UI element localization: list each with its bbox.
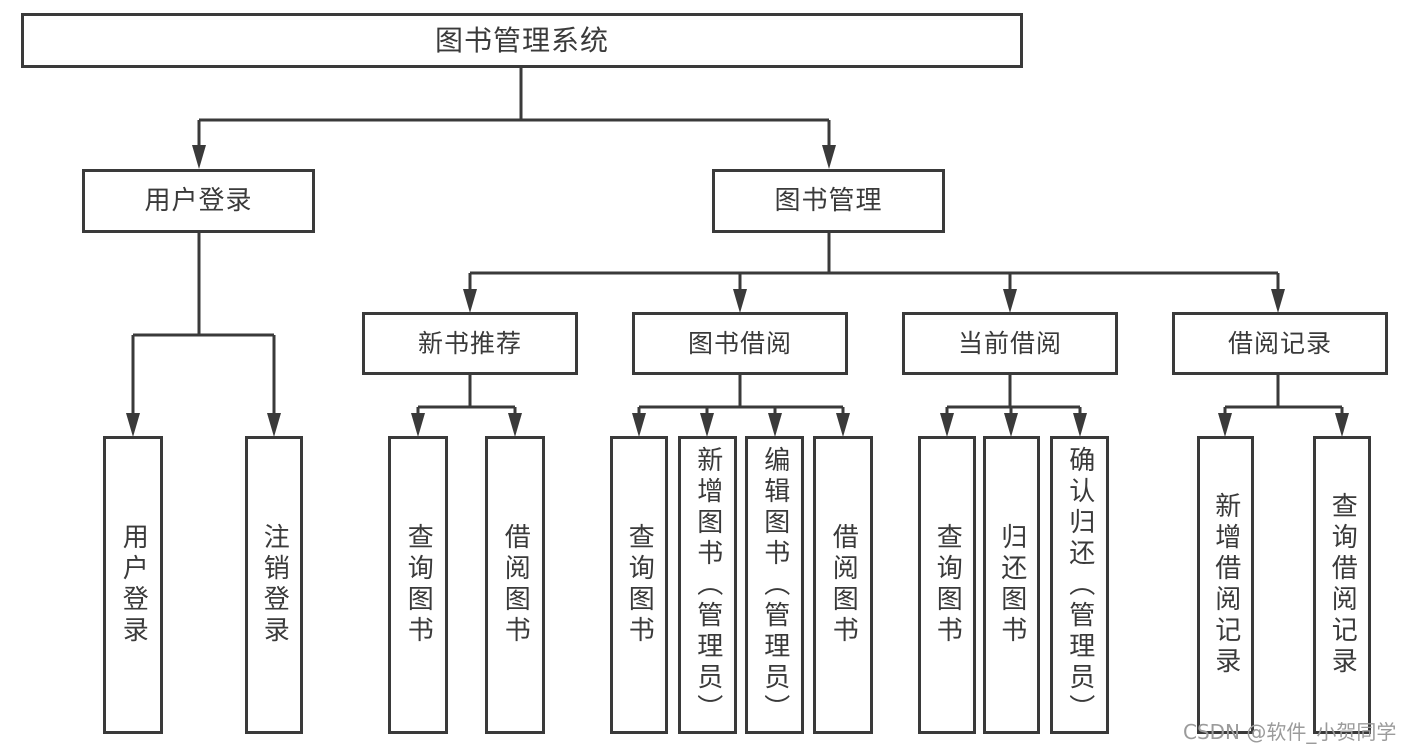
leaf-recommend-query-books-label: 查询图书 xyxy=(403,523,434,647)
node-new-book-recommend-label: 新书推荐 xyxy=(417,329,522,358)
connector-level3-stems xyxy=(468,375,1280,407)
arrow-down-icon xyxy=(1335,413,1349,437)
arrow-down-icon xyxy=(1073,413,1087,437)
node-current-borrow-label: 当前借阅 xyxy=(957,329,1062,358)
connector-user-login-children xyxy=(131,233,276,415)
leaf-records-add-record-label: 新增借阅记录 xyxy=(1210,492,1241,678)
node-book-management-label: 图书管理 xyxy=(774,186,883,216)
arrow-down-icon xyxy=(411,413,425,437)
leaf-current-query-books: 查询图书 xyxy=(918,436,976,734)
leaf-borrow-query-books: 查询图书 xyxy=(610,436,668,734)
arrowheads xyxy=(126,145,1349,437)
node-new-book-recommend: 新书推荐 xyxy=(362,312,578,375)
leaf-borrow-add-books-admin: 新增图书（管理员） xyxy=(678,436,737,734)
csdn-watermark: CSDN @软件_小贺同学 xyxy=(1183,720,1397,744)
node-current-borrow: 当前借阅 xyxy=(902,312,1118,375)
leaf-logout: 注销登录 xyxy=(245,436,303,734)
arrow-down-icon xyxy=(1003,289,1017,313)
leaf-recommend-query-books: 查询图书 xyxy=(388,436,448,734)
arrow-down-icon xyxy=(267,413,281,437)
connector-current-children xyxy=(945,405,1082,415)
leaf-current-return-books: 归还图书 xyxy=(983,436,1040,734)
node-borrow-records: 借阅记录 xyxy=(1172,312,1388,375)
leaf-logout-label: 注销登录 xyxy=(259,523,290,647)
arrow-down-icon xyxy=(126,413,140,437)
arrow-down-icon xyxy=(1271,289,1285,313)
connector-root-to-level2 xyxy=(197,68,831,147)
node-borrow-records-label: 借阅记录 xyxy=(1227,329,1332,358)
leaf-user-login-label: 用户登录 xyxy=(118,523,149,647)
arrow-down-icon xyxy=(463,289,477,313)
leaf-borrow-borrow-books-label: 借阅图书 xyxy=(828,523,859,647)
leaf-current-confirm-return-admin-label: 确认归还（管理员） xyxy=(1064,445,1095,725)
leaf-borrow-edit-books-admin: 编辑图书（管理员） xyxy=(745,436,804,734)
leaf-borrow-query-books-label: 查询图书 xyxy=(624,523,655,647)
arrow-down-icon xyxy=(192,145,206,169)
node-book-borrow-label: 图书借阅 xyxy=(687,329,792,358)
arrow-down-icon xyxy=(733,289,747,313)
arrow-down-icon xyxy=(836,413,850,437)
node-root-label: 图书管理系统 xyxy=(434,23,609,57)
arrow-down-icon xyxy=(508,413,522,437)
connector-borrow-children xyxy=(637,405,845,415)
leaf-borrow-add-books-admin-label: 新增图书（管理员） xyxy=(692,445,723,725)
arrow-down-icon xyxy=(1218,413,1232,437)
leaf-current-confirm-return-admin: 确认归还（管理员） xyxy=(1050,436,1109,734)
leaf-records-query-record-label: 查询借阅记录 xyxy=(1327,492,1358,678)
leaf-current-query-books-label: 查询图书 xyxy=(932,523,963,647)
arrow-down-icon xyxy=(768,413,782,437)
leaf-borrow-borrow-books: 借阅图书 xyxy=(813,436,873,734)
leaf-recommend-borrow-books-label: 借阅图书 xyxy=(500,523,531,647)
arrow-down-icon xyxy=(1004,413,1018,437)
arrow-down-icon xyxy=(940,413,954,437)
leaf-current-return-books-label: 归还图书 xyxy=(996,523,1027,647)
leaf-records-query-record: 查询借阅记录 xyxy=(1313,436,1371,734)
node-root: 图书管理系统 xyxy=(21,13,1023,68)
node-book-borrow: 图书借阅 xyxy=(632,312,848,375)
node-book-management: 图书管理 xyxy=(712,169,945,233)
connector-recommend-children xyxy=(416,405,517,415)
node-user-login: 用户登录 xyxy=(82,169,315,233)
arrow-down-icon xyxy=(700,413,714,437)
arrow-down-icon xyxy=(822,145,836,169)
leaf-borrow-edit-books-admin-label: 编辑图书（管理员） xyxy=(759,445,790,725)
node-user-login-label: 用户登录 xyxy=(144,186,253,216)
connector-records-children xyxy=(1223,405,1344,415)
leaf-records-add-record: 新增借阅记录 xyxy=(1197,436,1254,734)
arrow-down-icon xyxy=(632,413,646,437)
leaf-recommend-borrow-books: 借阅图书 xyxy=(485,436,545,734)
connector-book-management-children xyxy=(468,233,1280,291)
leaf-user-login: 用户登录 xyxy=(103,436,163,734)
